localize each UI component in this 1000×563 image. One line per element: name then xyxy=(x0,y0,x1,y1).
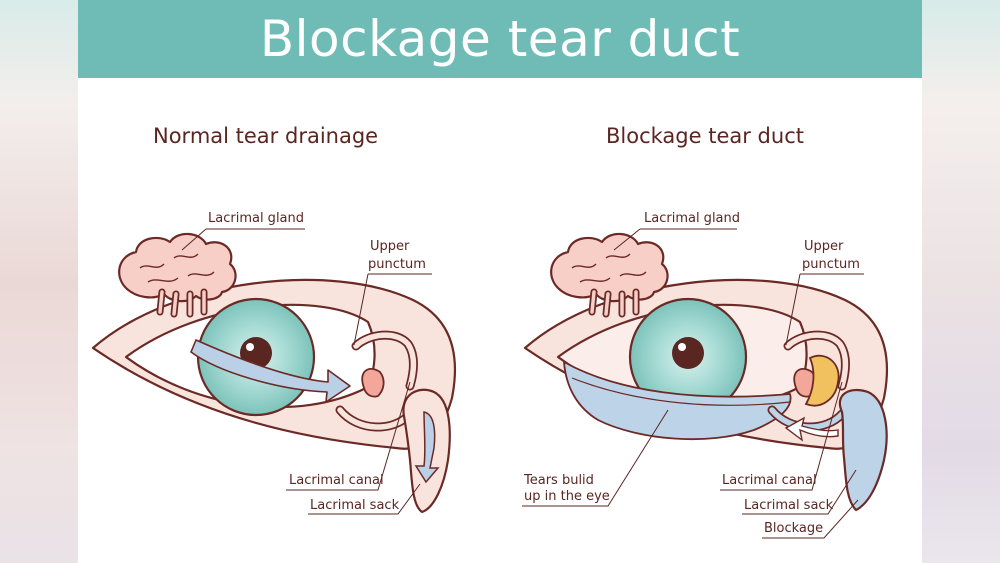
blockage-label-lacrimal-gland: Lacrimal gland xyxy=(644,211,740,226)
normal-caruncle xyxy=(361,367,385,398)
blockage-label-lacrimal-sack: Lacrimal sack xyxy=(744,498,834,513)
blockage-return-arrow xyxy=(784,416,839,442)
normal-gland-texture xyxy=(139,253,215,283)
blockage-pupil xyxy=(672,337,704,369)
blockage-panel-title: Blockage tear duct xyxy=(606,124,804,148)
blockage-label-lacrimal-canal: Lacrimal canal xyxy=(722,473,817,488)
normal-gland-ducts-inner xyxy=(158,290,206,316)
normal-leader-gland xyxy=(181,228,207,251)
blockage-label-blockage: Blockage xyxy=(764,521,823,536)
blockage-leader-canal xyxy=(720,381,843,491)
background-right xyxy=(922,0,1000,563)
blockage-gland-ducts-inner xyxy=(590,290,638,316)
infographic-card: Blockage tear duct Normal tear drainage xyxy=(78,0,922,563)
blockage-lacrimal-sac xyxy=(838,388,888,512)
normal-leader-canal xyxy=(286,381,411,491)
normal-drainage-arrow xyxy=(414,411,440,484)
background-left xyxy=(0,0,78,563)
blockage-pooled-tears xyxy=(563,361,792,441)
normal-panel-title: Normal tear drainage xyxy=(153,124,378,148)
blockage-leader-punctum xyxy=(785,273,864,346)
normal-leader-punctum xyxy=(353,273,432,346)
title-banner: Blockage tear duct xyxy=(78,0,922,78)
blockage-leader-gland xyxy=(613,228,737,251)
blockage-diagram: Blockage tear duct xyxy=(522,124,889,539)
page-title: Blockage tear duct xyxy=(259,10,741,68)
blockage-gland-texture xyxy=(571,253,647,283)
blockage-lacrimal-gland xyxy=(550,232,669,318)
blockage-label-upper: Upper xyxy=(804,239,844,254)
normal-label-lacrimal-gland: Lacrimal gland xyxy=(208,211,304,226)
blockage-label-punctum: punctum xyxy=(802,257,860,272)
blockage-upper-canal-inner xyxy=(785,332,849,389)
normal-tear-flow-arrow xyxy=(190,339,351,403)
normal-drainage-diagram: Normal tear drainage xyxy=(91,124,457,515)
normal-leader-sack xyxy=(308,483,421,515)
normal-label-lacrimal-sack: Lacrimal sack xyxy=(310,498,400,513)
blockage-mass xyxy=(804,354,840,407)
normal-lacrimal-gland xyxy=(118,232,237,318)
normal-pupil-highlight xyxy=(246,343,254,351)
blockage-label-tears-1: Tears bulid xyxy=(523,473,594,488)
blockage-leader-tears xyxy=(522,409,669,507)
normal-label-upper: Upper xyxy=(370,239,410,254)
normal-label-punctum: punctum xyxy=(368,257,426,272)
blockage-leader-blockage xyxy=(762,499,859,539)
normal-label-lacrimal-canal: Lacrimal canal xyxy=(289,473,384,488)
blockage-tears-line xyxy=(571,377,791,406)
normal-upper-canal-inner xyxy=(353,332,417,389)
blockage-label-tears-2: up in the eye xyxy=(524,489,610,504)
diagram-canvas: Normal tear drainage xyxy=(91,124,889,539)
blockage-pupil-highlight xyxy=(678,343,686,351)
blockage-leader-sack xyxy=(742,469,857,515)
